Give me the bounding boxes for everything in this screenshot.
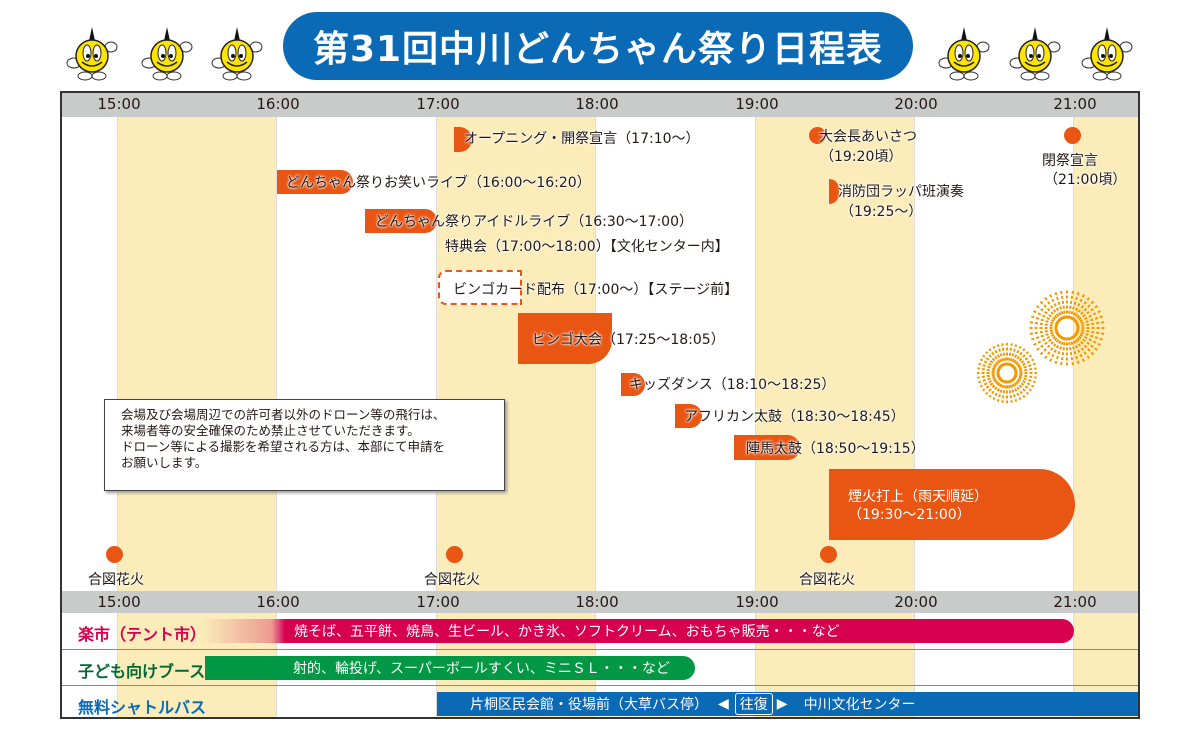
row-shuttle: 片桐区民会館・役場前（大草バス停） ◀ 往復 ▶ 中川文化センター 無料シャトル… xyxy=(62,685,1138,717)
closing-dot xyxy=(1064,127,1081,144)
time-tick: 20:00 xyxy=(894,95,938,113)
kids-label: 子ども向けブース xyxy=(78,662,206,681)
shuttle-to: 中川文化センター xyxy=(803,697,916,713)
hour-stripe xyxy=(1073,93,1138,717)
time-axis-bottom: 15:00 16:00 17:00 18:00 19:00 20:00 21:00 xyxy=(62,591,1138,613)
shuttle-from: 片桐区民会館・役場前（大草バス停） xyxy=(470,697,708,713)
schedule-chart: 15:00 16:00 17:00 18:00 19:00 20:00 21:00 15:0… xyxy=(60,91,1140,719)
greeting-time: （19:20頃） xyxy=(820,149,903,165)
kids-bar: 射的、輪投げ、スーパーボールすくい、ミニＳＬ・・・など xyxy=(205,656,695,680)
jinba-bar xyxy=(734,435,800,460)
jinba-label: 陣馬太鼓（18:50〜19:15） xyxy=(746,441,925,457)
closing-time: （21:00頃） xyxy=(1044,172,1127,188)
signal-fireworks-label: 合図花火 xyxy=(799,572,855,588)
notice-line: ドローン等による撮影を希望される方は、本部にて申請を xyxy=(121,439,446,454)
greeting-dot xyxy=(809,127,826,144)
african-bar xyxy=(675,404,702,428)
idol-bar xyxy=(365,209,437,233)
signal-fireworks-dot xyxy=(106,546,123,563)
time-tick: 17:00 xyxy=(416,593,460,611)
row-kids: 射的、輪投げ、スーパーボールすくい、ミニＳＬ・・・など 子ども向けブース xyxy=(62,649,1138,685)
fireworks-label: 煙火打上（雨天順延） xyxy=(848,489,988,505)
tokutenkai-label: 特典会（17:00〜18:00）【文化センター内】 xyxy=(445,239,729,255)
row-rakuichi: 焼そば、五平餅、焼鳥、生ビール、かき氷、ソフトクリーム、おもちゃ販売・・・など … xyxy=(62,613,1138,649)
closing-label: 閉祭宣言 xyxy=(1042,153,1098,169)
notice-line: お願いします。 xyxy=(121,455,208,470)
bingo-bar xyxy=(518,313,612,364)
time-axis-top: 15:00 16:00 17:00 18:00 19:00 20:00 21:00 xyxy=(62,93,1138,117)
fire-brigade-bar xyxy=(829,179,839,204)
notice-line: 会場及び会場周辺での許可者以外のドローン等の飛行は、 xyxy=(121,407,446,422)
time-tick: 16:00 xyxy=(256,593,300,611)
notice-line: 来場者等の安全確保のため禁止させていただきます。 xyxy=(121,423,420,438)
page-title: 第31回中川どんちゃん祭り日程表 xyxy=(283,12,913,80)
time-tick: 15:00 xyxy=(97,95,141,113)
time-tick: 17:00 xyxy=(416,95,460,113)
round-trip-badge: 往復 xyxy=(734,693,773,715)
opening-label: オープニング・開祭宣言（17:10〜） xyxy=(464,131,700,147)
fire-brigade-label: 消防団ラッパ班演奏 xyxy=(838,184,964,200)
signal-fireworks-dot xyxy=(446,546,463,563)
greeting-label: 大会長あいさつ xyxy=(819,129,917,145)
owarai-label: どんちゃん祭りお笑いライブ（16:00〜16:20） xyxy=(286,175,591,191)
donchan-mascot-icon xyxy=(137,25,197,83)
owarai-bar xyxy=(277,170,353,194)
shuttle-label: 無料シャトルバス xyxy=(78,698,207,717)
fireworks-icon xyxy=(977,290,1105,403)
signal-fireworks-label: 合図花火 xyxy=(424,572,480,588)
signal-fireworks-dot xyxy=(820,546,837,563)
arrow-right-icon: ▶ xyxy=(776,696,788,712)
arrow-left-icon: ◀ xyxy=(718,696,729,712)
donchan-mascot-icon xyxy=(207,25,267,83)
rakuichi-bar: 焼そば、五平餅、焼鳥、生ビール、かき氷、ソフトクリーム、おもちゃ販売・・・など xyxy=(202,619,1074,643)
time-tick: 18:00 xyxy=(575,95,619,113)
signal-fireworks-label: 合図花火 xyxy=(88,572,144,588)
african-label: アフリカン太鼓（18:30〜18:45） xyxy=(684,409,905,425)
idol-label: どんちゃん祭りアイドルライブ（16:30〜17:00） xyxy=(375,214,693,230)
time-tick: 16:00 xyxy=(256,95,300,113)
kids-dance-label: キッズダンス（18:10〜18:25） xyxy=(629,377,836,393)
time-tick: 21:00 xyxy=(1053,593,1097,611)
bingo-label: ビンゴ大会（17:25〜18:05） xyxy=(532,332,725,348)
donchan-mascot-icon xyxy=(934,25,994,83)
donchan-mascot-icon xyxy=(62,25,122,83)
bingo-card-label: ビンゴカード配布（17:00〜）【ステージ前】 xyxy=(453,282,739,298)
shuttle-bar: 片桐区民会館・役場前（大草バス停） ◀ 往復 ▶ 中川文化センター xyxy=(437,692,1138,716)
time-tick: 15:00 xyxy=(97,593,141,611)
kids-dance-bar xyxy=(621,373,645,396)
donchan-mascot-icon xyxy=(1077,25,1137,83)
fireworks-time: （19:30〜21:00） xyxy=(848,507,971,523)
opening-bar xyxy=(454,127,472,152)
time-tick: 19:00 xyxy=(735,593,779,611)
fire-brigade-time: （19:25〜） xyxy=(840,204,923,220)
time-tick: 19:00 xyxy=(735,95,779,113)
drone-notice: 会場及び会場周辺での許可者以外のドローン等の飛行は、 来場者等の安全確保のため禁… xyxy=(104,399,505,491)
donchan-mascot-icon xyxy=(1005,25,1065,83)
fireworks-bar xyxy=(829,469,1075,540)
time-tick: 20:00 xyxy=(894,593,938,611)
rakuichi-label: 楽市（テント市） xyxy=(78,625,207,644)
time-tick: 21:00 xyxy=(1053,95,1097,113)
time-tick: 18:00 xyxy=(575,593,619,611)
bingo-card-box xyxy=(438,270,522,305)
